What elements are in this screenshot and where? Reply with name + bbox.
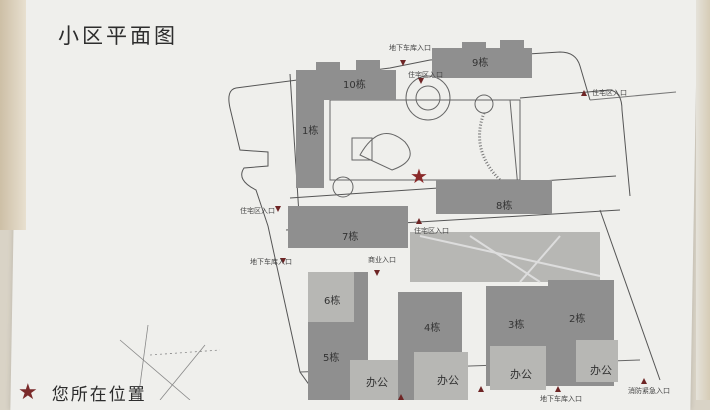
office-label: 办公 [590, 364, 612, 377]
entrance-label: 消防紧急入口 [628, 387, 670, 395]
entrance-label: 地下车库入口 [540, 395, 582, 403]
building-2-label: 2栋 [569, 314, 586, 325]
entrance-label: 住宅区入口 [240, 207, 275, 215]
building-5-label: 5栋 [323, 353, 340, 364]
entrance-label: 商业入口 [368, 256, 396, 264]
entrance-label: 地下车库入口 [250, 258, 292, 266]
office-label: 办公 [366, 376, 388, 389]
entrance-label: 住宅区入口 [408, 71, 443, 79]
you-are-here-star-icon: ★ [410, 164, 428, 188]
background-wall [0, 0, 26, 230]
legend-label: 您所在位置 [51, 385, 147, 405]
building-10-label: 10栋 [343, 80, 366, 91]
entrance-label: 地下车库入口 [389, 44, 431, 52]
office-label: 办公 [510, 368, 532, 381]
legend: ★ 您所在位置 [18, 380, 147, 405]
building-4-label: 4栋 [424, 323, 441, 334]
building-7-label: 7栋 [342, 232, 359, 243]
page-title: 小区平面图 [58, 24, 178, 48]
background-wall-right [696, 0, 710, 400]
building-1-label: 1栋 [302, 126, 319, 137]
building-9-label: 9栋 [472, 58, 489, 69]
entrance-label: 住宅区入口 [414, 227, 449, 235]
office-label: 办公 [437, 374, 459, 387]
star-icon: ★ [18, 379, 38, 405]
building-6-label: 6栋 [324, 296, 341, 307]
building-3-label: 3栋 [508, 320, 525, 331]
entrance-label: 住宅区入口 [592, 89, 627, 97]
site-map [119, 40, 677, 400]
building-8-label: 8栋 [496, 201, 513, 212]
